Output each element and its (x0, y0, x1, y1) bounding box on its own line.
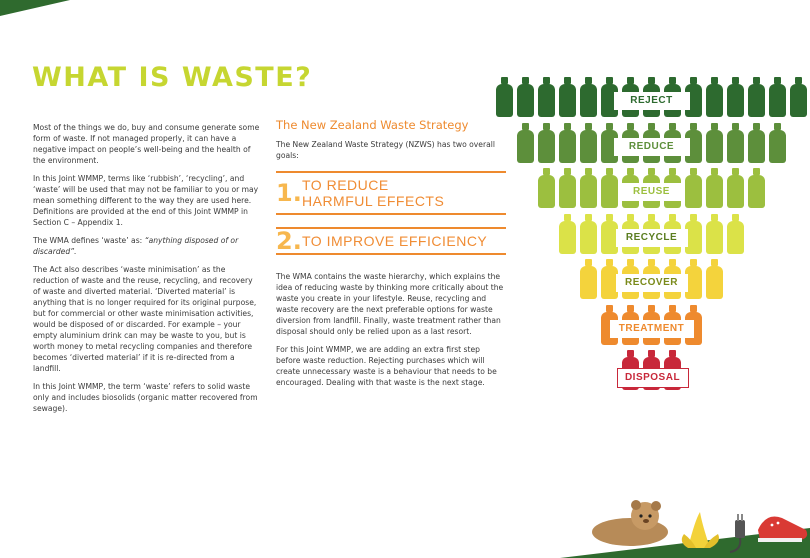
goals-list: 1. TO REDUCE HARMFUL EFFECTS 2. TO IMPRO… (276, 171, 506, 255)
goal-item: 2. TO IMPROVE EFFICIENCY (276, 227, 506, 255)
goal-text: TO IMPROVE EFFICIENCY (302, 233, 488, 249)
bottle-icon (727, 77, 744, 117)
middle-column: The New Zealand Waste Strategy The New Z… (276, 118, 506, 395)
paragraph-waste-term: In this Joint WMMP, the term ‘waste’ ref… (33, 382, 258, 413)
bottle-icon (580, 77, 597, 117)
bottle-icon (517, 122, 534, 163)
bottle-icon (748, 122, 765, 163)
paragraph-intro: Most of the things we do, buy and consum… (33, 123, 260, 165)
bottle-icon (748, 77, 765, 117)
bottle-icon (559, 77, 576, 117)
goal-number: 2. (276, 226, 302, 255)
bottle-icon (559, 213, 576, 254)
left-column: Most of the things we do, buy and consum… (33, 122, 261, 421)
paragraph-reject-step: For this Joint WMMP, we are adding an ex… (276, 345, 497, 387)
teddy-bear-icon (592, 500, 668, 546)
bottle-icon (601, 213, 618, 254)
bottle-icon (580, 168, 597, 208)
bottle-icon (706, 77, 723, 117)
bottle-icon (538, 122, 555, 163)
bottle-icon (601, 168, 618, 208)
bottle-icon (685, 213, 702, 254)
strategy-title: The New Zealand Waste Strategy (276, 118, 469, 132)
bottle-icon (580, 259, 597, 299)
goal-item: 1. TO REDUCE HARMFUL EFFECTS (276, 171, 506, 215)
hierarchy-label-reject: REJECT (613, 92, 690, 110)
bottle-icon (727, 168, 744, 208)
wma-definition-quote: “anything disposed of or discarded”. (33, 236, 239, 256)
bottle-icon (769, 122, 786, 163)
paragraph-terms: In this Joint WMMP, terms like ‘rubbish’… (33, 174, 259, 227)
bottle-icon (601, 259, 618, 299)
paragraph-wma-definition: The WMA defines ‘waste’ as: “anything di… (33, 235, 261, 257)
hierarchy-label-recover: RECOVER (615, 274, 688, 292)
bottle-icon (559, 122, 576, 163)
hierarchy-label-recycle: RECYCLE (615, 228, 688, 247)
hierarchy-label-reuse: REUSE (619, 183, 684, 201)
shoe-icon (758, 516, 808, 542)
hierarchy-label-treatment: TREATMENT (609, 319, 694, 338)
paragraph-waste-minimisation: The Act also describes ‘waste minimisati… (33, 265, 257, 373)
bottle-icon (706, 168, 723, 208)
plug-cable-icon (729, 514, 745, 553)
bottle-icon (517, 77, 534, 117)
bottle-icon (580, 213, 597, 254)
bottle-icon (727, 213, 744, 254)
bottle-icon (706, 213, 723, 254)
bottle-icon (727, 122, 744, 163)
bottle-icon (559, 168, 576, 208)
goal-number: 1. (276, 178, 302, 207)
corner-decoration (0, 0, 70, 16)
wma-definition-lead: The WMA defines ‘waste’ as: (33, 236, 145, 245)
bottle-icon (790, 77, 807, 117)
bottle-icon (685, 259, 702, 299)
bottle-icon (496, 77, 513, 117)
banana-peel-icon (681, 512, 719, 548)
waste-hierarchy-pyramid: REJECT REDUCE REUSE RECYCLE RECOVER TREATMENT… (496, 77, 810, 390)
hierarchy-label-disposal: DISPOSAL (616, 368, 689, 388)
paragraph-hierarchy: The WMA contains the waste hierarchy, wh… (276, 272, 504, 336)
bottle-icon (538, 168, 555, 208)
bottle-icon (706, 259, 723, 299)
bottle-icon (769, 77, 786, 117)
bottle-icon (580, 122, 597, 163)
hierarchy-label-reduce: REDUCE (613, 137, 690, 156)
bottle-icon (706, 122, 723, 163)
hierarchy-row-reduce (517, 122, 786, 163)
bottle-icon (538, 77, 555, 117)
strategy-intro: The New Zealand Waste Strategy (NZWS) ha… (276, 140, 495, 160)
bottle-icon (685, 168, 702, 208)
goal-text: TO REDUCE HARMFUL EFFECTS (302, 177, 445, 209)
bottle-icon (748, 168, 765, 208)
footer-illustration (560, 500, 810, 558)
page-title: WHAT IS WASTE? (32, 62, 313, 93)
